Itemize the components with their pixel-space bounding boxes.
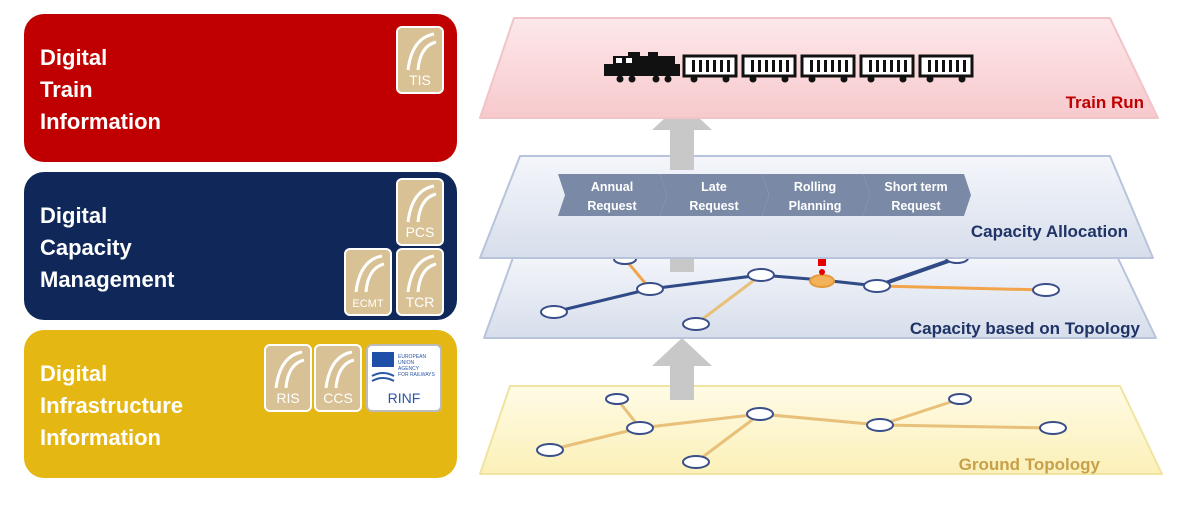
agency-line: EUROPEAN (398, 354, 427, 360)
capacity-topology-nodes (540, 252, 1060, 331)
logo-label: TCR (405, 294, 435, 310)
ris-logo: RIS (264, 344, 312, 412)
capacity-topology-label: Capacity based on Topology (910, 319, 1141, 338)
title-line: Information (40, 425, 161, 450)
track-logo-icon (274, 350, 305, 389)
ground-topology-nodes (536, 393, 1067, 469)
digital-infrastructure-information-title: Digital Infrastructure Information (40, 358, 183, 454)
digital-train-information-title: Digital Train Information (40, 42, 161, 138)
stage-label: Request (891, 199, 941, 213)
stage-annual-request (558, 174, 667, 216)
wagon-icon (800, 54, 856, 83)
capacity-allocation-label: Capacity Allocation (971, 222, 1128, 241)
layer-diagram: Ground Topology Capacity based on Topolo… (479, 17, 1163, 475)
allocation-stages: Annual Request Late Request Rolling Plan… (558, 174, 971, 216)
tis-logo: TIS (396, 26, 444, 94)
agency-line: FOR RAILWAYS (398, 372, 435, 378)
tcr-logo: TCR (396, 248, 444, 316)
logo-label: PCS (405, 224, 435, 240)
arrow-up-icon (652, 338, 712, 400)
title-line: Digital (40, 45, 108, 70)
wagon-icon (741, 54, 797, 83)
digital-capacity-management-title: Digital Capacity Management (40, 200, 174, 296)
wagon-icon (859, 54, 915, 83)
rinf-logo: EUROPEAN UNION AGENCY FOR RAILWAYS RINF (366, 344, 442, 412)
logo-label: TIS (409, 72, 431, 88)
title-line: Management (40, 267, 175, 292)
title-line: Information (40, 109, 161, 134)
track-logo-icon (406, 32, 437, 71)
locomotive-icon (604, 52, 680, 83)
ecmt-logo: ECMT (344, 248, 392, 316)
stage-label: Short term (884, 180, 947, 194)
logo-label: RIS (276, 390, 300, 406)
stage-label: Request (689, 199, 739, 213)
title-line: Train (40, 77, 93, 102)
stage-late-request (660, 174, 769, 216)
stage-label: Rolling (794, 180, 836, 194)
wagon-icon (682, 54, 738, 83)
track-logo-icon (354, 254, 385, 293)
title-line: Capacity (40, 235, 132, 260)
logo-label: RINF (387, 390, 421, 406)
train (604, 52, 974, 83)
title-line: Infrastructure (40, 393, 184, 418)
digital-train-information-box: Digital Train Information TIS (24, 14, 457, 162)
ground-topology-plane (479, 385, 1163, 475)
ccs-logo: CCS (314, 344, 362, 412)
logo-label: CCS (323, 390, 353, 406)
logo-label: ECMT (352, 298, 384, 310)
title-line: Digital (40, 361, 108, 386)
stage-label: Request (587, 199, 637, 213)
stage-label: Annual (591, 180, 633, 194)
stage-rolling-planning (762, 174, 870, 216)
stage-label: Late (701, 180, 727, 194)
digital-infrastructure-information-box: Digital Infrastructure Information RIS C… (24, 330, 457, 478)
track-logo-icon (324, 350, 355, 389)
pcs-logo: PCS (396, 178, 444, 246)
stage-short-term-request (863, 174, 971, 216)
track-logo-icon (406, 184, 437, 223)
ground-topology-label: Ground Topology (959, 455, 1101, 474)
eu-flag-icon (371, 352, 395, 382)
train-run-label: Train Run (1066, 93, 1144, 112)
track-logo-icon (406, 254, 437, 293)
stage-label: Planning (789, 199, 842, 213)
agency-text: EUROPEAN UNION AGENCY FOR RAILWAYS (398, 354, 436, 378)
digital-capacity-management-box: Digital Capacity Management PCS ECMT TCR (24, 172, 457, 320)
wagon-icon (918, 54, 974, 83)
ground-topology-network (549, 397, 1054, 464)
agency-line: UNION (398, 360, 415, 366)
agency-line: AGENCY (398, 366, 420, 372)
title-line: Digital (40, 203, 108, 228)
